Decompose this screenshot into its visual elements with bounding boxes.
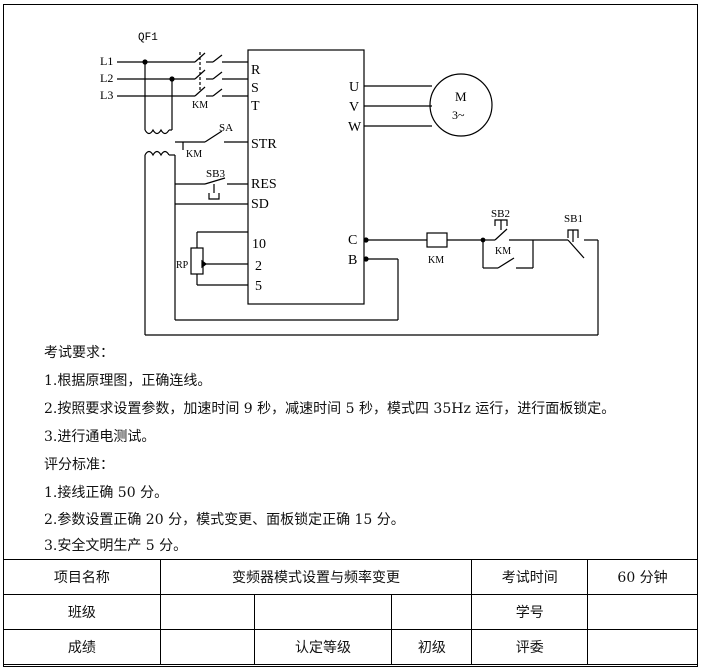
student-id-label: 学号 (471, 594, 589, 630)
terminal-10: 10 (252, 237, 266, 252)
potentiometer (190, 247, 204, 275)
score-label: 成绩 (3, 629, 161, 665)
scoring-item: 1.接线正确 50 分。 (44, 485, 169, 501)
scoring-item: 2.参数设置正确 20 分，模式变更、面板锁定正确 15 分。 (44, 512, 405, 528)
time-value: 60 分钟 (587, 559, 698, 595)
sa-label: SA (219, 122, 233, 134)
sb1-label: SB1 (564, 213, 583, 225)
judge-value (587, 629, 698, 665)
judge-label: 评委 (471, 629, 589, 665)
wiring-diagram: QF1 L1 L2 L3 KM R S T STR RES SD 10 2 5 … (100, 32, 599, 336)
sb3-label: SB3 (206, 168, 225, 180)
table-row: 项目名称 变频器模式设置与频率变更 考试时间 60 分钟 (3, 559, 698, 595)
requirements-heading: 考试要求： (44, 345, 114, 361)
project-label: 项目名称 (3, 559, 161, 595)
terminal-u: U (349, 80, 359, 95)
terminal-sd: SD (251, 197, 269, 212)
km-main-label: KM (192, 100, 208, 111)
info-table: 项目名称 变频器模式设置与频率变更 考试时间 60 分钟 班级 学号 成绩 认定… (3, 559, 698, 665)
terminal-w: W (348, 120, 362, 135)
scoring-item: 3.安全文明生产 5 分。 (44, 538, 188, 554)
student-id-value (587, 594, 698, 630)
time-label: 考试时间 (471, 559, 589, 595)
terminal-s: S (251, 81, 259, 96)
class-value-cell (159, 594, 255, 630)
scoring-heading: 评分标准： (44, 457, 114, 473)
sb2-label: SB2 (491, 208, 510, 220)
line-label-l3: L3 (100, 88, 113, 102)
project-value: 变频器模式设置与频率变更 (159, 559, 473, 595)
km-coil (426, 232, 448, 248)
line-label-l1: L1 (100, 54, 113, 68)
requirement-item: 1.根据原理图，正确连线。 (44, 373, 212, 389)
motor-phase: 3~ (452, 108, 465, 122)
grade-label: 认定等级 (253, 629, 393, 665)
requirement-item: 3.进行通电测试。 (44, 429, 156, 445)
rp-label: RP (176, 260, 189, 271)
terminal-t: T (251, 99, 260, 114)
class-value-cell (391, 594, 473, 630)
table-row: 成绩 认定等级 初级 评委 (3, 629, 698, 665)
page-frame (3, 4, 698, 667)
requirement-item: 2.按照要求设置参数，加速时间 9 秒，减速时间 5 秒，模式四 35Hz 运行… (44, 401, 616, 417)
class-value-cell (253, 594, 393, 630)
grade-value: 初级 (391, 629, 473, 665)
terminal-str: STR (251, 137, 277, 152)
line-label-l2: L2 (100, 71, 113, 85)
terminal-c: C (348, 233, 357, 248)
coil-label: KM (428, 255, 444, 266)
motor-symbol (429, 73, 493, 137)
terminal-2: 2 (255, 259, 262, 274)
terminal-res: RES (251, 177, 277, 192)
class-label: 班级 (3, 594, 161, 630)
terminal-v: V (349, 100, 359, 115)
km-hold-label: KM (495, 246, 511, 257)
km-aux-label: KM (186, 149, 202, 160)
terminal-5: 5 (255, 279, 262, 294)
motor-label: M (455, 89, 467, 104)
terminal-r: R (251, 63, 261, 78)
breaker-label: QF1 (138, 32, 158, 44)
table-row: 班级 学号 (3, 594, 698, 630)
terminal-b: B (348, 253, 357, 268)
inverter-box (247, 49, 365, 305)
score-value (159, 629, 255, 665)
